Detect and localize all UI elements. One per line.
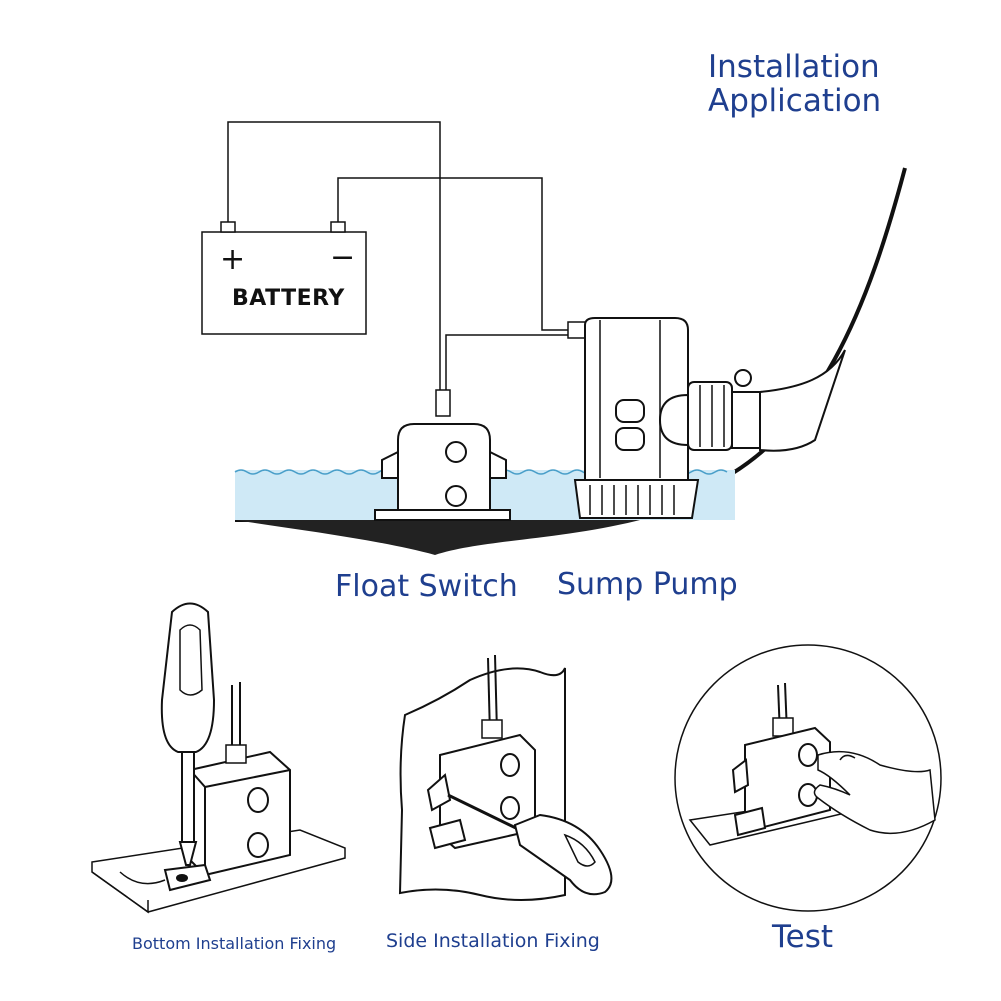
pump-hose (759, 349, 846, 452)
battery-terminal-negative (330, 221, 346, 233)
title-line-2: Application (708, 83, 882, 120)
sump-pump-drawing (567, 317, 761, 519)
test-label: Test (772, 919, 834, 955)
test-drawing (674, 644, 942, 912)
wire-switch-to-pump (445, 334, 575, 390)
side-fixing-label: Side Installation Fixing (386, 930, 600, 952)
wire-positive (227, 121, 441, 390)
title-line-1: Installation (708, 49, 880, 85)
float-switch-drawing (374, 389, 511, 521)
bottom-fixing-label: Bottom Installation Fixing (132, 934, 337, 953)
wire-negative (337, 177, 575, 331)
sump-pump-label: Sump Pump (557, 567, 738, 602)
battery-plus-sign: + (220, 242, 246, 277)
page-title: Installation Application (708, 50, 881, 118)
bottom-fixing-drawing (91, 602, 346, 914)
boat-hull (235, 167, 907, 522)
hull-bottom-wedge (235, 520, 640, 555)
battery-minus-sign: − (330, 240, 356, 275)
battery-body (201, 231, 367, 335)
side-fixing-drawing (398, 654, 613, 901)
float-switch-label: Float Switch (335, 569, 518, 604)
battery-label: BATTERY (232, 286, 345, 311)
battery-terminal-positive (220, 221, 236, 233)
